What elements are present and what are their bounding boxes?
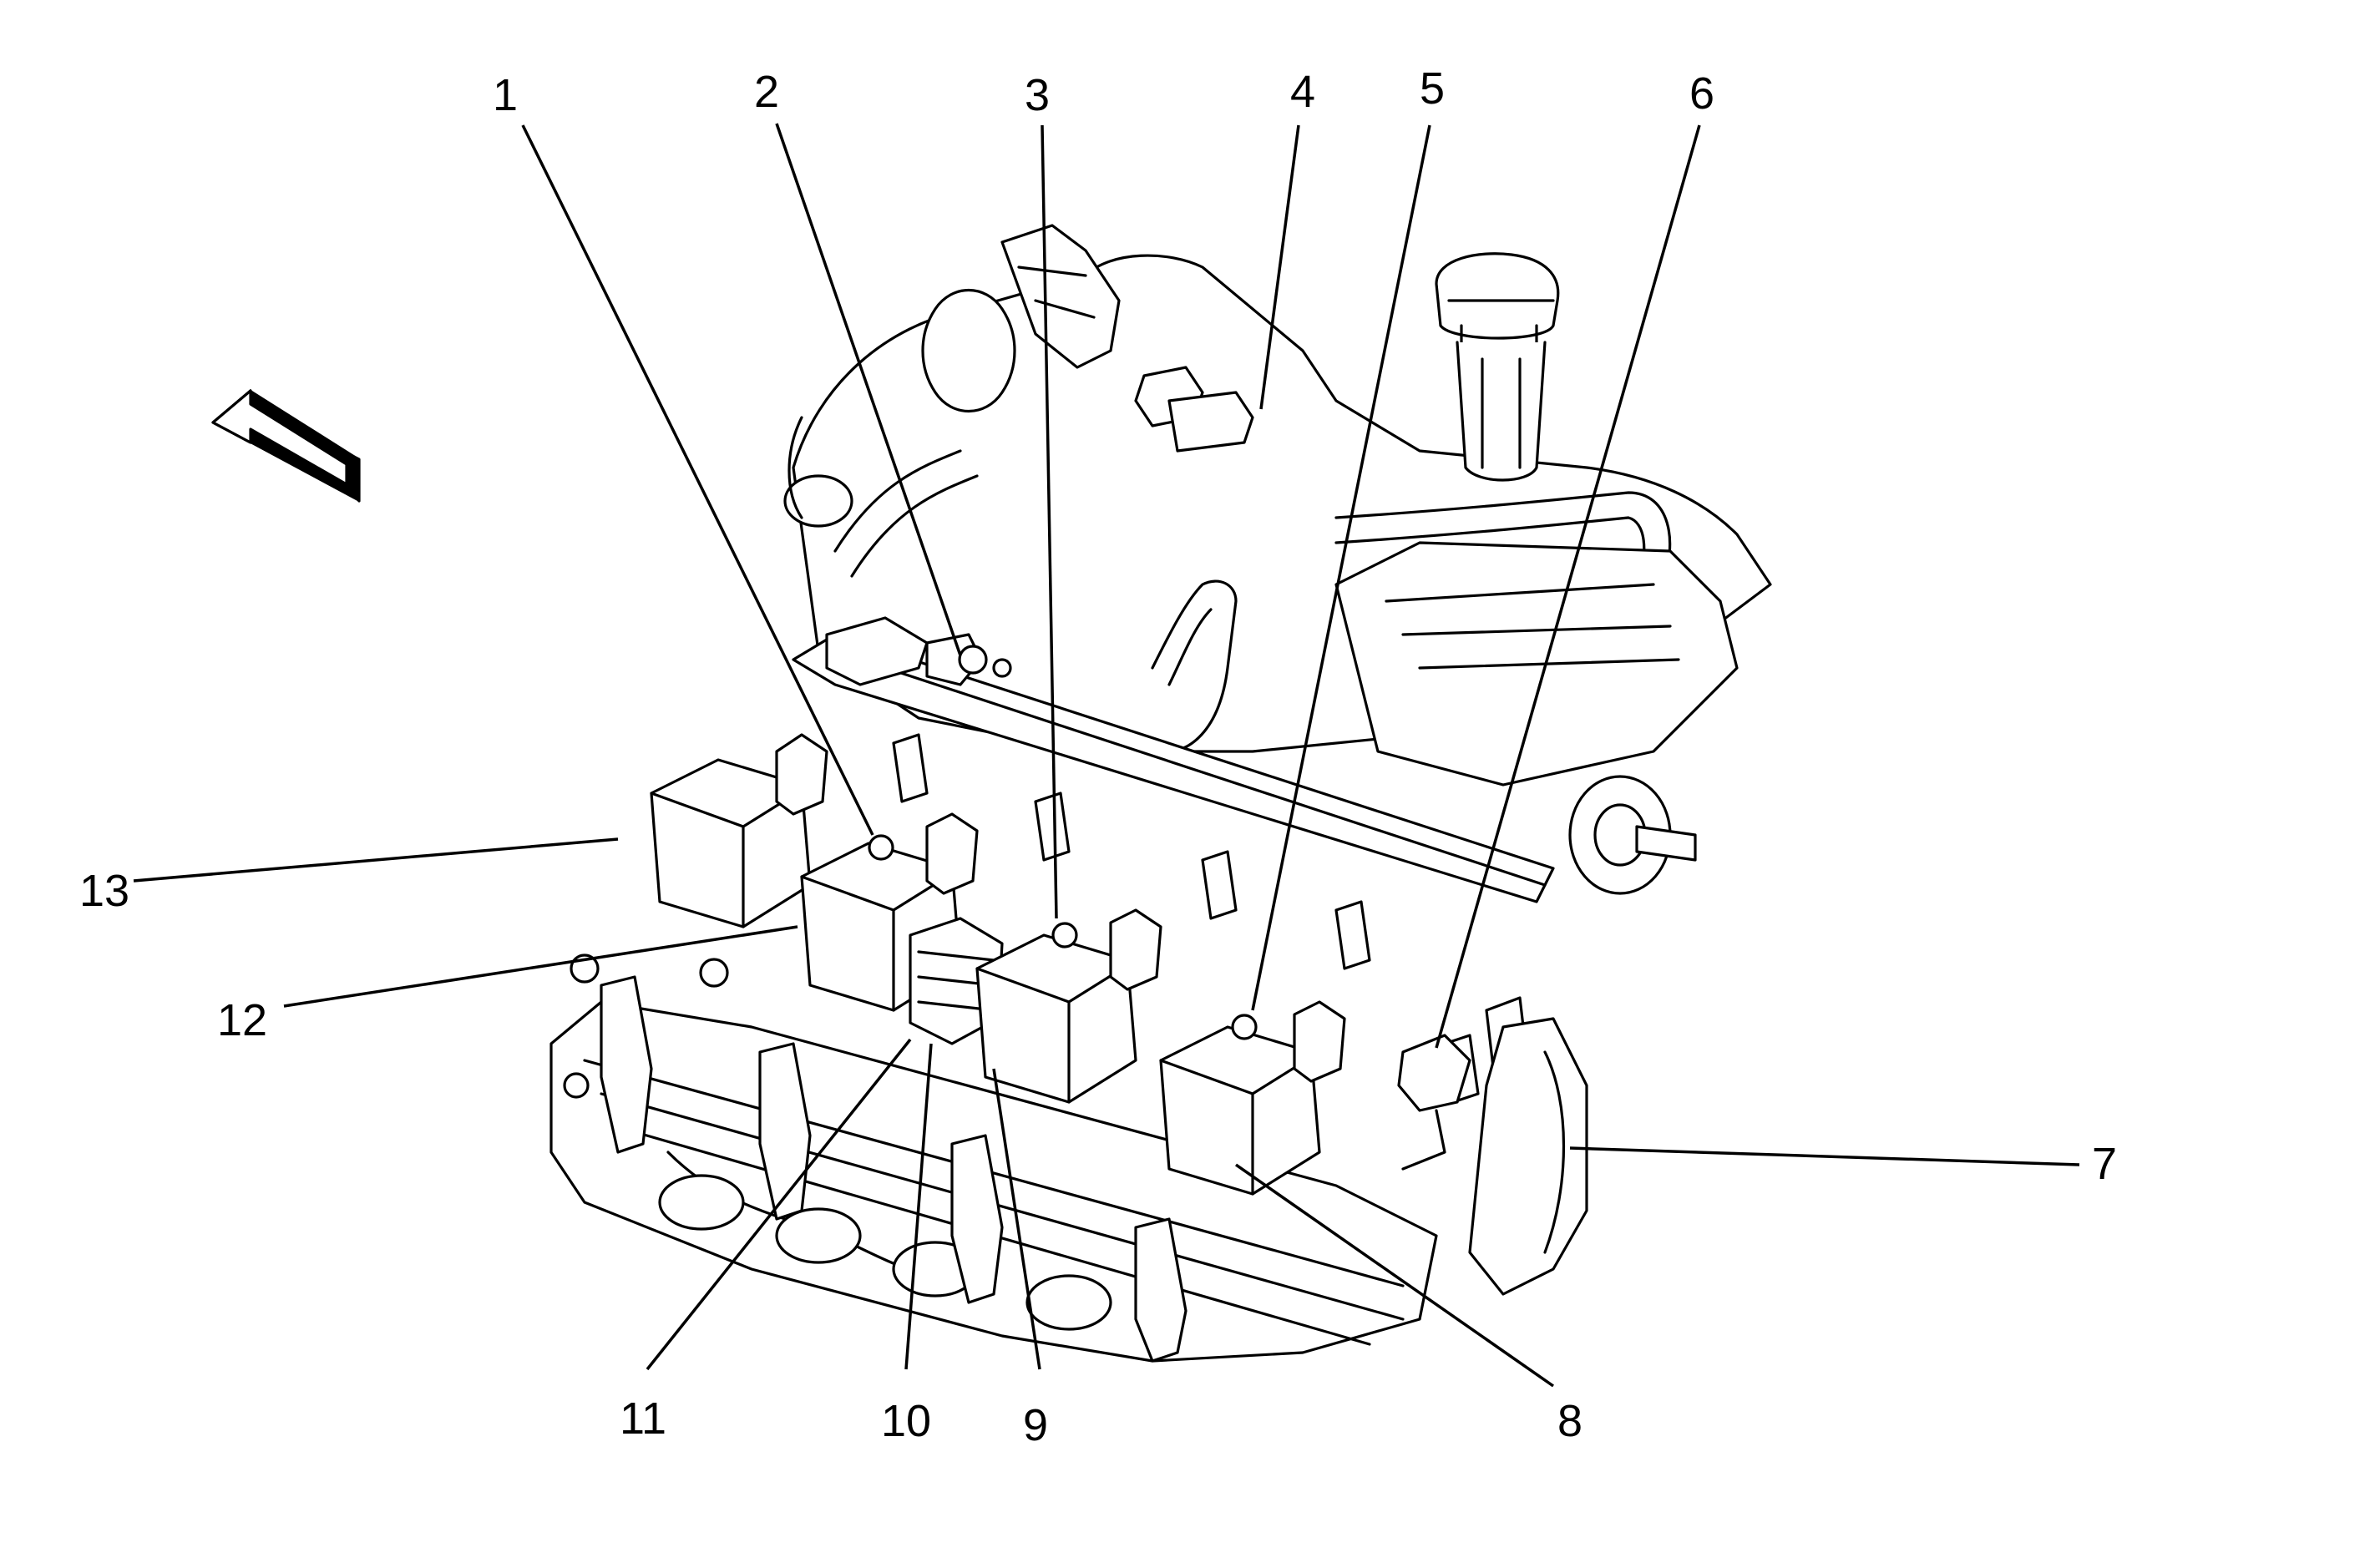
callout-2: 2 xyxy=(754,67,779,117)
leader-9 xyxy=(992,1068,1041,1370)
callout-13: 13 xyxy=(79,866,129,916)
callout-1: 1 xyxy=(493,70,518,120)
leader-11 xyxy=(646,1038,912,1371)
leader-5 xyxy=(1251,124,1431,1011)
callout-7: 7 xyxy=(2092,1139,2117,1189)
engine-illustration xyxy=(549,224,1772,1363)
leader-12 xyxy=(283,925,798,1008)
leader-lines xyxy=(133,123,2080,1388)
callout-6: 6 xyxy=(1689,68,1714,119)
callout-12: 12 xyxy=(217,995,267,1045)
callout-4: 4 xyxy=(1290,67,1315,117)
leader-6 xyxy=(1435,124,1701,1049)
leader-3 xyxy=(1041,124,1058,919)
leader-8 xyxy=(1234,1163,1555,1388)
leader-2 xyxy=(775,123,962,656)
callout-8: 8 xyxy=(1557,1396,1582,1446)
leader-13 xyxy=(133,837,619,883)
callout-labels: 1 2 3 4 5 6 7 8 9 10 11 12 13 xyxy=(79,63,2117,1450)
callout-11: 11 xyxy=(620,1394,666,1444)
callout-9: 9 xyxy=(1023,1400,1048,1450)
callout-5: 5 xyxy=(1420,63,1445,114)
front-direction-arrow-icon xyxy=(211,389,361,503)
callout-10: 10 xyxy=(881,1396,931,1446)
leader-10 xyxy=(904,1043,933,1370)
leader-7 xyxy=(1569,1146,2080,1166)
leader-4 xyxy=(1259,124,1300,410)
callout-3: 3 xyxy=(1025,70,1050,120)
leader-1 xyxy=(521,124,874,836)
